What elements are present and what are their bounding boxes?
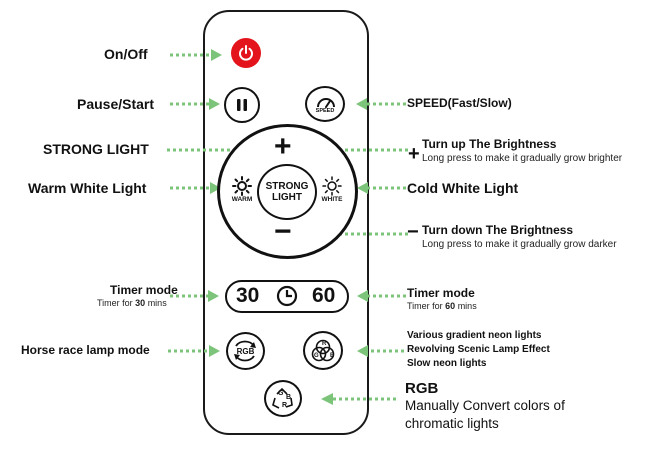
mode-r-label: R bbox=[322, 341, 327, 347]
horse-race-button[interactable]: RGB bbox=[226, 332, 265, 370]
sun-icon bbox=[232, 176, 252, 196]
timer-right-desc: Timer for 60 mins bbox=[407, 301, 477, 311]
strong-light-label: STRONG LIGHT bbox=[43, 141, 149, 157]
cold-white-label: Cold White Light bbox=[407, 180, 519, 196]
timer-right-desc-pre: Timer for bbox=[407, 301, 446, 311]
speedometer-icon bbox=[317, 98, 335, 108]
timer-right-desc-value: 60 bbox=[445, 301, 456, 311]
turn-up-desc: Long press to make it gradually grow bri… bbox=[422, 153, 623, 164]
timer-right-desc-post: mins bbox=[455, 301, 477, 311]
gradient-line-3: Slow neon lights bbox=[407, 358, 487, 369]
rgb-r-label: R bbox=[282, 402, 288, 409]
pause-start-button[interactable] bbox=[224, 87, 260, 123]
minus-symbol: − bbox=[407, 221, 419, 243]
warm-white-button[interactable]: WARM bbox=[226, 176, 258, 212]
turn-down-desc: Long press to make it gradually grow dar… bbox=[422, 239, 617, 250]
turn-up-title: Turn up The Brightness bbox=[422, 137, 557, 151]
recycle-arrows-icon bbox=[272, 387, 293, 409]
cold-white-button[interactable]: WHITE bbox=[316, 176, 348, 212]
pause-icon bbox=[237, 99, 247, 111]
speed-label: SPEED(Fast/Slow) bbox=[407, 96, 512, 110]
timer-60-button[interactable]: 60 bbox=[312, 284, 336, 307]
warm-white-label: Warm White Light bbox=[28, 180, 147, 196]
warm-label: WARM bbox=[231, 196, 253, 203]
on-off-label: On/Off bbox=[104, 46, 148, 62]
rgb-cycle-icon bbox=[234, 340, 256, 362]
gradient-line-1: Various gradient neon lights bbox=[407, 330, 542, 341]
turn-down-title: Turn down The Brightness bbox=[422, 223, 574, 237]
sun-icon bbox=[322, 176, 342, 196]
gradient-line-2: Revolving Scenic Lamp Effect bbox=[407, 344, 550, 355]
horse-race-label: Horse race lamp mode bbox=[21, 343, 150, 357]
rgb-circles-icon bbox=[311, 339, 335, 361]
timer-30-button[interactable]: 30 bbox=[236, 284, 260, 307]
timer-left-desc: Timer for 30 mins bbox=[97, 298, 167, 308]
clock-icon bbox=[276, 285, 298, 307]
power-button[interactable] bbox=[231, 38, 261, 68]
timer-left-title: Timer mode bbox=[110, 283, 178, 297]
pause-start-label: Pause/Start bbox=[77, 96, 155, 112]
timer-right-title: Timer mode bbox=[407, 286, 475, 300]
rgb-g-label: G bbox=[278, 390, 284, 397]
timer-bar bbox=[225, 280, 349, 313]
rgb-desc-1: Manually Convert colors of bbox=[405, 398, 565, 413]
gradient-mode-button[interactable]: R G B bbox=[303, 331, 343, 370]
mode-b-label: B bbox=[330, 353, 335, 359]
brightness-up-button[interactable]: + bbox=[274, 130, 292, 163]
power-icon bbox=[239, 45, 253, 61]
rgb-title: RGB bbox=[405, 380, 439, 397]
strong-light-line2: LIGHT bbox=[272, 192, 302, 203]
rgb-b-label: B bbox=[286, 394, 292, 401]
brightness-down-button[interactable]: − bbox=[274, 215, 292, 248]
plus-symbol: + bbox=[408, 143, 420, 165]
rgb-button-label: RGB bbox=[236, 346, 255, 356]
strong-light-button[interactable]: STRONG LIGHT bbox=[257, 164, 317, 220]
speed-button[interactable]: SPEED bbox=[305, 86, 345, 122]
timer-left-desc-value: 30 bbox=[135, 298, 146, 308]
strong-light-line1: STRONG bbox=[265, 181, 309, 192]
rgb-manual-button[interactable]: G B R bbox=[264, 380, 302, 417]
speed-icon-label: SPEED bbox=[315, 108, 335, 114]
white-label: WHITE bbox=[321, 196, 343, 203]
mode-g-label: G bbox=[314, 353, 319, 359]
timer-left-desc-pre: Timer for bbox=[97, 298, 136, 308]
timer-left-desc-post: mins bbox=[145, 298, 167, 308]
rgb-desc-2: chromatic lights bbox=[405, 416, 499, 431]
